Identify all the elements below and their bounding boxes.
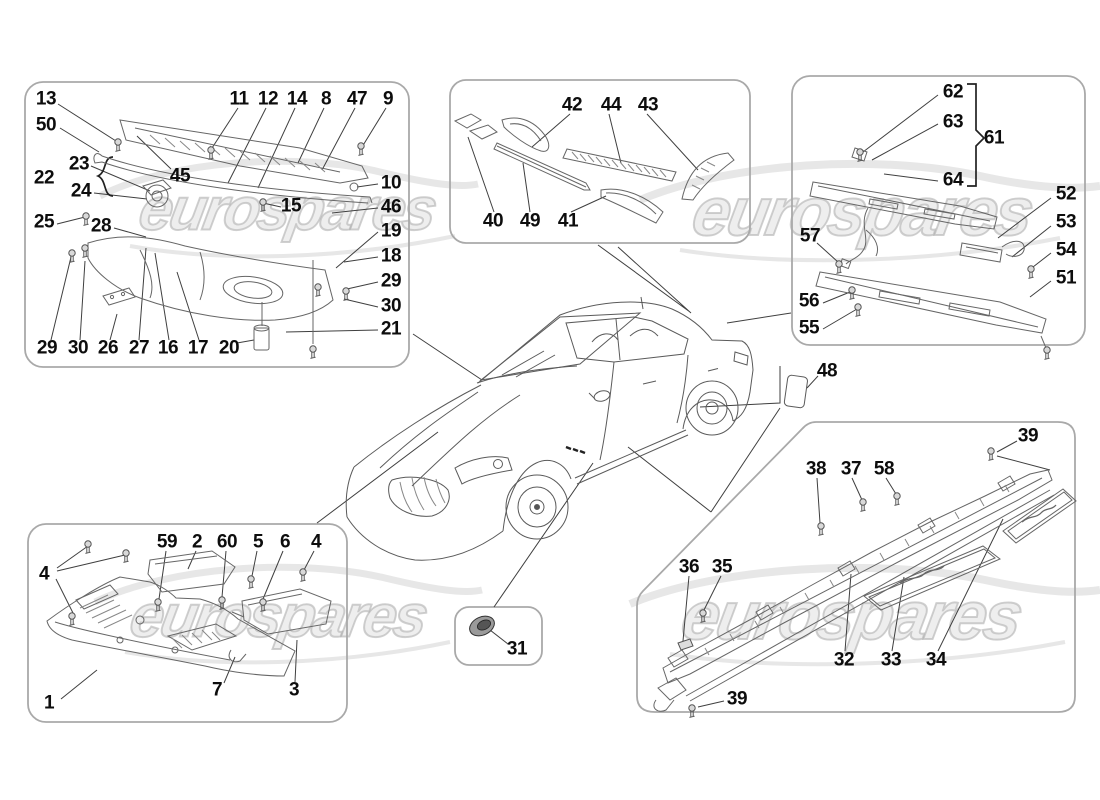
group-brackets (95, 83, 986, 197)
part-number-label: 25 (33, 211, 55, 233)
part-number-label: 30 (380, 295, 402, 317)
part-number-label: 57 (799, 225, 821, 247)
part-number-label: 9 (382, 88, 394, 110)
detail-boxes (24, 75, 1086, 723)
part-number-label: 31 (506, 638, 528, 660)
part-number-label: 3 (288, 679, 300, 701)
part-number-label: 4 (38, 563, 50, 585)
part-number-label: 58 (873, 458, 895, 480)
part-number-label: 13 (35, 88, 57, 110)
part-number-label: 27 (128, 337, 150, 359)
part-number-label: 21 (380, 318, 402, 340)
part-number-label: 55 (798, 317, 820, 339)
box-cowl (24, 81, 410, 368)
part-number-label: 36 (678, 556, 700, 578)
part-number-label: 56 (798, 290, 820, 312)
part-number-label: 29 (36, 337, 58, 359)
windscreen-trim-drawing (453, 113, 735, 224)
part-number-label: 62 (942, 81, 964, 103)
part-number-label: 39 (1017, 425, 1039, 447)
part-number-label: 5 (252, 531, 264, 553)
part-number-label: 17 (187, 337, 209, 359)
part-number-label: 42 (561, 94, 583, 116)
part-number-label: 63 (942, 111, 964, 133)
brace-22 (95, 156, 114, 197)
part-number-label: 22 (33, 167, 55, 189)
part-number-label: 37 (840, 458, 862, 480)
part-number-label: 24 (70, 180, 92, 202)
leader-lines (50, 94, 1052, 708)
car-drawing (345, 296, 808, 561)
part-number-label: 20 (218, 337, 240, 359)
part-number-label: 28 (90, 215, 112, 237)
part-number-label: 54 (1055, 239, 1077, 261)
fasteners (68, 138, 1051, 718)
part-number-label: 1 (43, 692, 55, 714)
part-number-label: 29 (380, 270, 402, 292)
box-grommet (454, 606, 543, 666)
part-number-label: 23 (68, 153, 90, 175)
part-number-label: 32 (833, 649, 855, 671)
box-sill (636, 421, 1076, 713)
part-number-label: 4 (310, 531, 322, 553)
box-windscreen-trim (449, 79, 751, 244)
part-number-label: 46 (380, 196, 402, 218)
part-number-label: 39 (726, 688, 748, 710)
part-number-label: 12 (257, 88, 279, 110)
sill-covers-drawing (653, 469, 1077, 712)
part-number-label: 48 (816, 360, 838, 382)
part-number-label: 35 (711, 556, 733, 578)
part-number-label: 51 (1055, 267, 1077, 289)
part-number-label: 61 (983, 127, 1005, 149)
part-number-label: 40 (482, 210, 504, 232)
part-number-label: 14 (286, 88, 308, 110)
part-number-label: 34 (925, 649, 947, 671)
part-number-label: 50 (35, 114, 57, 136)
part-number-label: 47 (346, 88, 368, 110)
box-rear-shelf (791, 75, 1086, 346)
part-number-label: 52 (1055, 183, 1077, 205)
part-number-label: 2 (191, 531, 203, 553)
part-number-label: 53 (1055, 211, 1077, 233)
part-number-label: 30 (67, 337, 89, 359)
part-number-label: 26 (97, 337, 119, 359)
part-number-label: 6 (279, 531, 291, 553)
part-number-label: 19 (380, 220, 402, 242)
part-number-label: 11 (229, 88, 249, 110)
part-number-label: 64 (942, 169, 964, 191)
part-number-label: 38 (805, 458, 827, 480)
part-number-label: 44 (600, 94, 622, 116)
part-number-label: 43 (637, 94, 659, 116)
part-number-label: 59 (156, 531, 178, 553)
part-number-label: 16 (157, 337, 179, 359)
part-number-label: 45 (169, 165, 191, 187)
part-number-label: 60 (216, 531, 238, 553)
part-number-label: 18 (380, 245, 402, 267)
cowl-scuttle-drawing (87, 119, 373, 351)
part-number-label: 10 (380, 172, 402, 194)
part-number-label: 8 (320, 88, 332, 110)
part-number-label: 15 (280, 195, 302, 217)
part-number-label: 33 (880, 649, 902, 671)
underbody-shield-drawing (46, 550, 332, 677)
bracket-61 (967, 83, 986, 187)
part-number-label: 7 (211, 679, 223, 701)
part-number-label: 49 (519, 210, 541, 232)
grommet-drawing (469, 615, 495, 637)
box-underbody (27, 523, 348, 723)
part-number-label: 41 (557, 210, 579, 232)
